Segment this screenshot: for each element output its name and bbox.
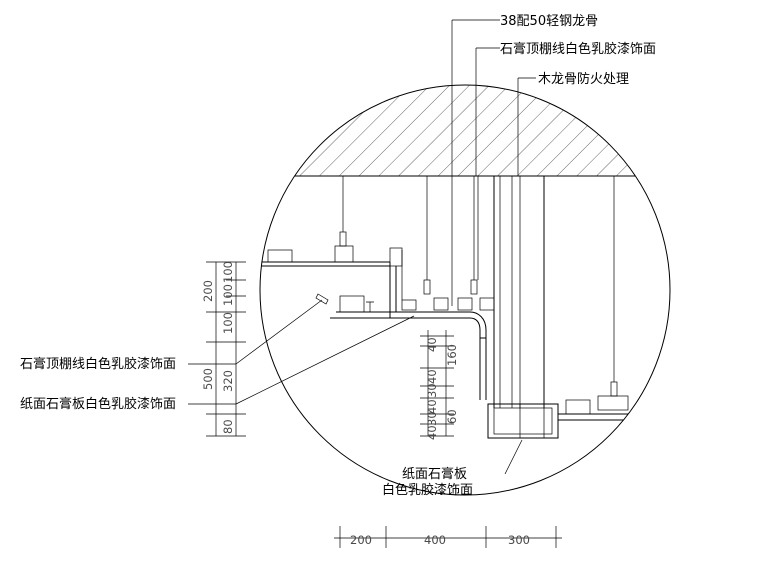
dim-left-2: 100 xyxy=(221,261,235,283)
section-content xyxy=(260,85,670,439)
label-paper-board-bottom-2: 白色乳胶漆饰面 xyxy=(382,482,473,498)
upper-ceiling xyxy=(260,245,403,267)
dim-inner-4: 30 xyxy=(425,383,439,398)
soffit-box xyxy=(315,250,495,319)
label-steel-keel: 38配50轻钢龙骨 xyxy=(500,14,598,29)
concrete-slab xyxy=(260,85,670,176)
dim-bottom-2: 400 xyxy=(424,533,446,547)
gypsum-cornice xyxy=(469,311,487,400)
dim-bottom-1: 200 xyxy=(350,533,372,547)
dim-left-6: 320 xyxy=(221,370,235,392)
dim-inner-8: 40 xyxy=(425,425,439,440)
dimension-left-labels: 200 100 100 100 500 320 80 xyxy=(201,261,235,434)
dim-left-3: 100 xyxy=(221,284,235,306)
dimension-bottom: 200 400 300 xyxy=(334,526,562,548)
dim-inner-1: 40 xyxy=(425,337,439,352)
dim-left-4: 100 xyxy=(221,312,235,334)
dimension-inner-labels: 40 160 40 30 40 30 60 40 xyxy=(425,337,459,440)
lower-box xyxy=(487,395,670,439)
dim-left-5: 500 xyxy=(201,368,215,390)
dim-left-7: 80 xyxy=(221,419,235,434)
dim-inner-3: 40 xyxy=(425,369,439,384)
label-wood-keel: 木龙骨防火处理 xyxy=(538,71,629,87)
dimension-left xyxy=(206,261,454,437)
dim-inner-7: 60 xyxy=(445,409,459,424)
label-paper-board-bottom-1: 纸面石膏板 xyxy=(402,466,467,482)
label-cornice-top: 石膏顶棚线白色乳胶漆饰面 xyxy=(500,41,656,57)
label-paper-board-left: 纸面石膏板白色乳胶漆饰面 xyxy=(20,396,176,412)
dim-bottom-3: 300 xyxy=(508,533,530,547)
dim-inner-2: 160 xyxy=(445,344,459,366)
dim-inner-6: 30 xyxy=(425,411,439,426)
leader-lines xyxy=(188,19,536,475)
label-cornice-left: 石膏顶棚线白色乳胶漆饰面 xyxy=(20,356,176,372)
dim-left-1: 200 xyxy=(201,280,215,302)
hanger-rods xyxy=(339,176,618,397)
wood-keel xyxy=(493,176,545,408)
dim-inner-5: 40 xyxy=(425,399,439,414)
